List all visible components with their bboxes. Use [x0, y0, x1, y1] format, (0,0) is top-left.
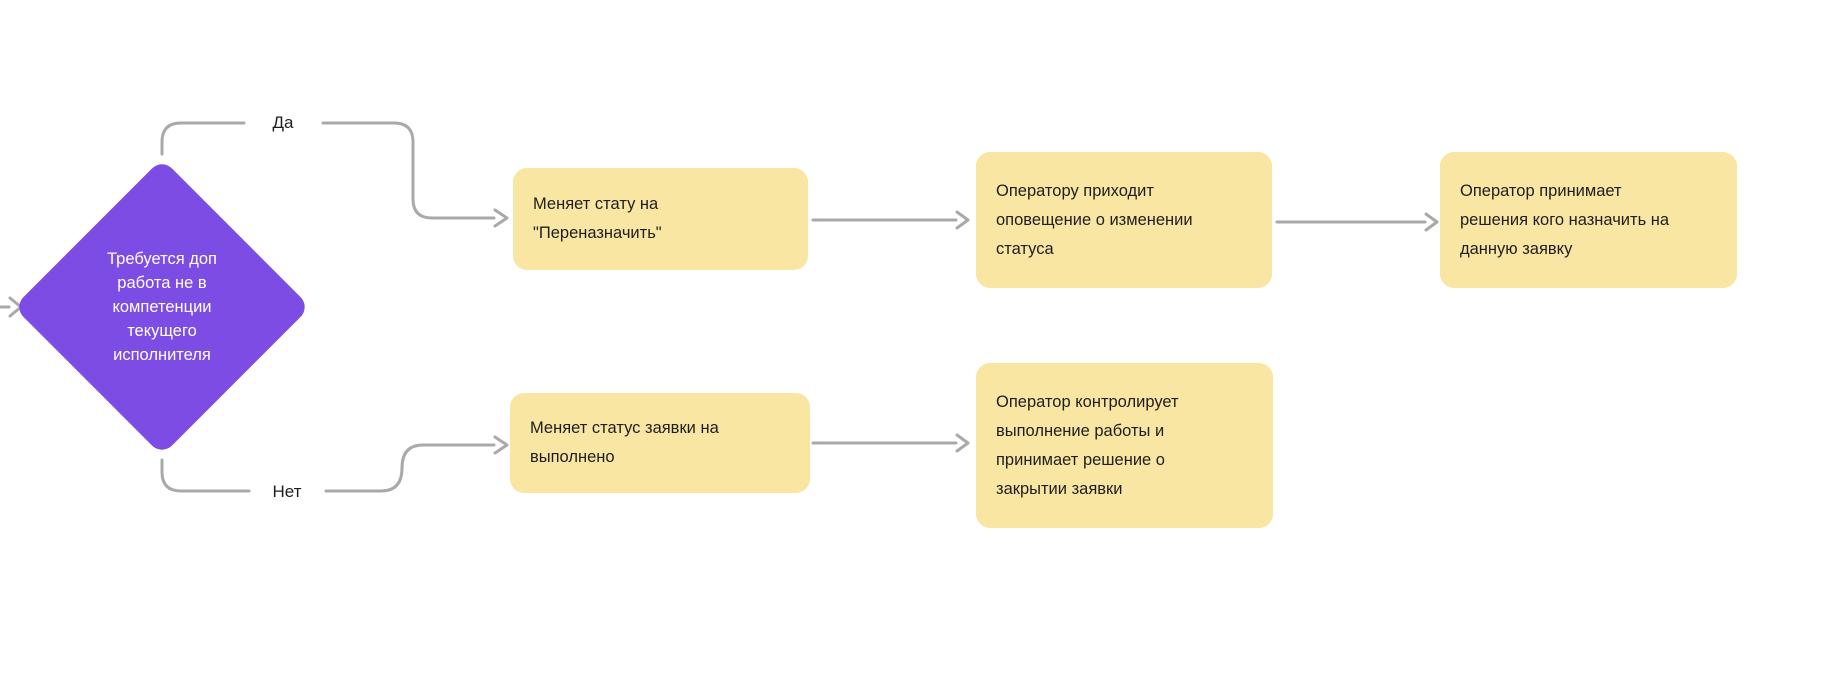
- arrowhead-t1-t2-icon: [955, 210, 970, 230]
- process-node-label: Меняет статус заявки на выполнено: [530, 419, 719, 466]
- process-node-label: Оператор контролирует выполнение работы …: [996, 392, 1179, 498]
- process-node-operator-assigns[interactable]: Оператор принимает решения кого назначит…: [1440, 152, 1737, 288]
- connector-yes-segment-2[interactable]: [321, 121, 496, 220]
- arrowhead-t2-t3-icon: [1424, 212, 1439, 232]
- connector-no-segment-1[interactable]: [160, 458, 251, 493]
- arrowhead-yes-icon: [493, 208, 509, 228]
- decision-node-label: Требуется доп работа не в компетенции те…: [107, 250, 217, 364]
- process-node-label: Оператору приходит оповещение о изменени…: [996, 181, 1193, 258]
- branch-label-no[interactable]: Нет: [268, 482, 306, 502]
- arrowhead-no-icon: [493, 435, 509, 455]
- process-node-label: Оператор принимает решения кого назначит…: [1460, 181, 1670, 258]
- branch-label-yes[interactable]: Да: [268, 113, 298, 133]
- connector-yes-segment-1[interactable]: [160, 121, 246, 156]
- arrowhead-b1-b2-icon: [955, 433, 970, 453]
- process-node-label: Меняет стату на "Переназначить": [533, 195, 662, 242]
- process-node-change-status-done[interactable]: Меняет статус заявки на выполнено: [510, 393, 810, 493]
- connector-no-segment-2[interactable]: [324, 443, 496, 493]
- process-node-operator-controls[interactable]: Оператор контролирует выполнение работы …: [976, 363, 1273, 528]
- process-node-operator-notified[interactable]: Оператору приходит оповещение о изменени…: [976, 152, 1272, 288]
- process-node-change-status-reassign[interactable]: Меняет стату на "Переназначить": [513, 168, 808, 270]
